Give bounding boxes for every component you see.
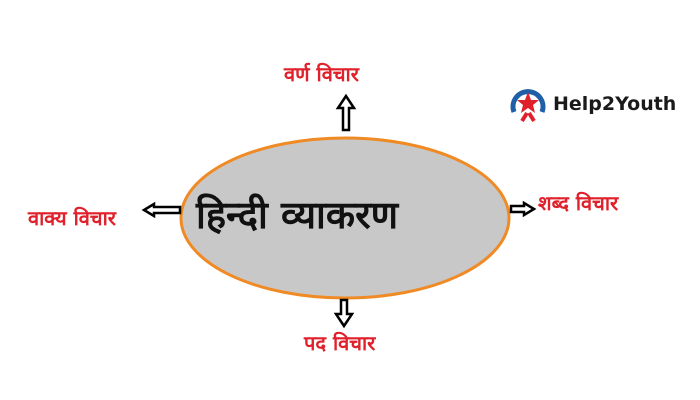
arrow-down-icon xyxy=(333,298,355,329)
center-topic: हिन्दी व्याकरण xyxy=(196,192,399,237)
arrow-left-icon xyxy=(141,201,182,219)
brand-name: Help2Youth xyxy=(553,93,677,115)
arrow-up-icon xyxy=(335,93,357,132)
star-person-logo-icon xyxy=(510,89,546,123)
branch-bottom-label: पद विचार xyxy=(304,331,376,355)
branch-top-label: वर्ण विचार xyxy=(284,62,359,86)
branch-right-label: शब्द विचार xyxy=(538,191,619,215)
center-ellipse xyxy=(179,136,511,300)
branch-left-label: वाक्य विचार xyxy=(28,206,116,230)
arrow-right-icon xyxy=(509,200,537,218)
